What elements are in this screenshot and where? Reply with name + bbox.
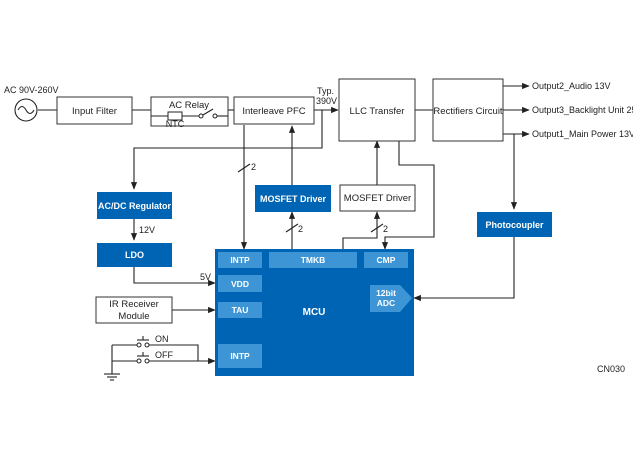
mcu-pin-vdd-label: VDD — [231, 279, 249, 289]
ir-receiver-block: IR Receiver Module — [95, 296, 173, 324]
llc-transfer-label: LLC Transfer — [350, 106, 405, 117]
mcu-adc-block — [370, 285, 412, 312]
bus-slash-3 — [370, 223, 384, 233]
mcu-pin-vdd — [218, 275, 262, 292]
mcu-pin-tmkb-label: TMKB — [301, 255, 326, 265]
relay-switch-icon — [202, 108, 214, 116]
mcu-title: MCU — [303, 307, 326, 318]
photocoupler-label: Photocoupler — [486, 220, 544, 230]
typ-label: Typ. — [317, 86, 334, 96]
mcu-pin-cmp-label: CMP — [377, 255, 396, 265]
wire-switch-on-right — [149, 344, 199, 361]
switch-on-contact-icon — [144, 342, 150, 348]
ac-relay-block: AC Relay NTC — [150, 96, 229, 129]
wire-llc-to-cmp — [381, 141, 435, 250]
wire-bus-to-acdc — [130, 110, 323, 190]
ground-icon — [104, 373, 120, 381]
ac-source: AC 90V-260V — [4, 85, 59, 122]
acdc-regulator-block: AC/DC Regulator — [97, 192, 172, 219]
adc-bits-label: 12bit — [376, 288, 396, 298]
photocoupler-block: Photocoupler — [477, 212, 552, 237]
ir-receiver-module-label: Module — [118, 311, 149, 322]
input-filter-block: Input Filter — [56, 96, 133, 125]
bus-slash-1 — [237, 163, 251, 173]
on-off-switches: ON OFF — [104, 334, 173, 381]
mosfet-driver-2-block: MOSFET Driver — [339, 184, 416, 212]
mosfet-driver-2-label: MOSFET Driver — [344, 193, 411, 204]
ntc-label: NTC — [166, 119, 185, 129]
ac-relay-label: AC Relay — [169, 100, 209, 111]
ir-receiver-label: IR Receiver — [109, 299, 159, 310]
wire-tmkb-to-mosfet2 — [342, 211, 381, 249]
ldo-label: LDO — [125, 250, 144, 260]
wire-photocoupler-to-adc — [413, 237, 515, 302]
mcu-block: MCU INTP TMKB CMP VDD TAU INTP 12bit ADC — [215, 249, 414, 376]
typ-voltage-label: 390V — [316, 96, 337, 106]
switch-off-contact-icon — [136, 358, 142, 364]
ldo-block: LDO — [97, 243, 172, 267]
sine-wave-icon — [17, 105, 35, 115]
output-main-power-label: Output1_Main Power 13V — [532, 129, 633, 139]
switch-on-label: ON — [155, 334, 169, 344]
typ-voltage-annotation: Typ. 390V — [316, 86, 337, 106]
wire-ldo-to-vdd — [133, 267, 216, 287]
interleave-pfc-block: Interleave PFC — [233, 96, 315, 125]
mcu-pin-tau — [218, 302, 262, 318]
mosfet-driver-1-block: MOSFET Driver — [255, 185, 331, 212]
interleave-pfc-label: Interleave PFC — [242, 106, 305, 117]
output-audio-label: Output2_Audio 13V — [532, 81, 611, 91]
ac-input-label: AC 90V-260V — [4, 85, 59, 95]
relay-contact-icon — [198, 113, 204, 119]
mcu-pin-intp-bottom — [218, 344, 262, 368]
v5-label: 5V — [200, 272, 211, 282]
v12-label: 12V — [139, 225, 155, 235]
bus-width-label-2: 2 — [298, 224, 303, 234]
outputs: Output2_Audio 13V Output3_Backlight Unit… — [532, 81, 633, 139]
mcu-pin-tau-label: TAU — [232, 305, 249, 315]
bus-slash-2 — [285, 223, 299, 233]
mcu-pin-cmp — [364, 252, 408, 268]
relay-contact-icon — [212, 113, 218, 119]
mcu-pin-tmkb — [269, 252, 357, 268]
switch-on-contact-icon — [136, 342, 142, 348]
mcu-pin-intp-bottom-label: INTP — [230, 351, 250, 361]
switch-off-label: OFF — [155, 350, 173, 360]
input-filter-label: Input Filter — [72, 106, 117, 117]
adc-label: ADC — [377, 298, 395, 308]
figure-id-label: CN030 — [597, 364, 625, 374]
bus-width-label-1: 2 — [251, 162, 256, 172]
acdc-regulator-label: AC/DC Regulator — [98, 201, 171, 211]
mcu-pin-intp-top — [218, 252, 262, 268]
connection-wires — [38, 82, 530, 374]
mosfet-driver-1-label: MOSFET Driver — [260, 194, 327, 204]
rectifiers-block: Rectifiers Circuit — [432, 78, 504, 142]
switch-off-contact-icon — [144, 358, 150, 364]
llc-transfer-block: LLC Transfer — [338, 78, 416, 142]
bus-width-label-3: 2 — [383, 224, 388, 234]
mcu-pin-intp-top-label: INTP — [230, 255, 250, 265]
rectifiers-label: Rectifiers Circuit — [433, 106, 503, 117]
output-backlight-label: Output3_Backlight Unit 250V — [532, 105, 633, 115]
